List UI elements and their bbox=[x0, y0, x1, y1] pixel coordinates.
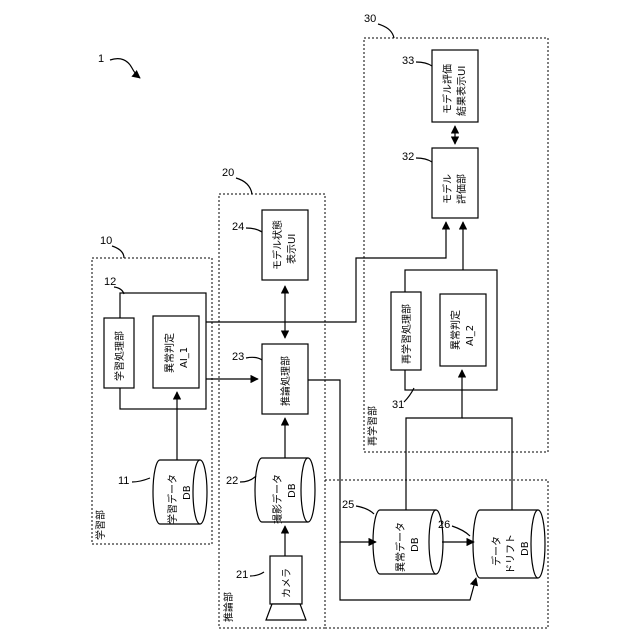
model-eval-line1: モデル bbox=[441, 174, 454, 204]
learning-db-cylinder bbox=[153, 460, 207, 524]
model-eval-ref: 32 bbox=[402, 151, 414, 163]
model-status-ui-line1: モデル状態 bbox=[271, 220, 284, 270]
anomaly-db-line1: 異常データ bbox=[394, 522, 407, 572]
anomaly-ai2-box bbox=[440, 294, 486, 366]
camera-lens bbox=[266, 604, 306, 620]
relearning-section-ref: 30 bbox=[364, 13, 376, 25]
camera-label: カメラ bbox=[281, 568, 293, 598]
learning-section-label: 学習部 bbox=[94, 510, 107, 540]
capture-db-leader bbox=[240, 476, 256, 482]
capture-db-line1: 撮影データ bbox=[271, 474, 284, 524]
learning-processing-ref: 12 bbox=[104, 276, 116, 288]
camera-ref: 21 bbox=[236, 569, 248, 581]
learning-db-line1: 学習データ bbox=[166, 474, 179, 524]
drift-db-line1: データ bbox=[490, 536, 503, 566]
learning-db-ref: 11 bbox=[118, 475, 129, 487]
arrow-inference-to-anomaly-db bbox=[308, 380, 376, 542]
anomaly-db-ref: 25 bbox=[342, 499, 354, 511]
figure-number: 1 bbox=[98, 53, 104, 65]
learning-db-leader bbox=[132, 478, 150, 482]
learning-section-ref: 10 bbox=[100, 235, 112, 247]
learning-db-line2: DB bbox=[182, 485, 193, 500]
camera-leader bbox=[250, 572, 264, 576]
learning-processing-label: 学習処理部 bbox=[113, 331, 126, 381]
model-eval-ui-line2: 結果表示UI bbox=[455, 66, 468, 116]
inference-processing-ref: 23 bbox=[232, 351, 244, 363]
inference-section-ref: 20 bbox=[222, 167, 234, 179]
anomaly-db-cylinder bbox=[373, 510, 443, 574]
capture-db-line2: DB bbox=[287, 483, 298, 498]
model-eval-ui-line1: モデル評価 bbox=[441, 64, 454, 114]
model-status-ui-box bbox=[262, 210, 308, 280]
drift-db-line3: DB bbox=[520, 541, 531, 556]
anomaly-ai1-line2: AI_1 bbox=[179, 347, 190, 368]
learning-section-leader bbox=[112, 246, 124, 258]
model-status-ui-leader bbox=[246, 228, 262, 232]
drift-db-line2: ドリフト bbox=[506, 534, 517, 574]
model-eval-ui-ref: 33 bbox=[402, 55, 414, 67]
model-eval-box bbox=[432, 148, 478, 218]
model-eval-line2: 評価部 bbox=[455, 174, 468, 204]
arrow-drift-db-to-ai2 bbox=[462, 418, 512, 510]
anomaly-ai1-line1: 異常判定 bbox=[163, 333, 176, 373]
relearning-processing-label: 再学習処理部 bbox=[400, 304, 413, 364]
inference-section-label: 推論部 bbox=[222, 592, 235, 622]
model-eval-leader bbox=[416, 158, 432, 162]
model-status-ui-ref: 24 bbox=[232, 221, 244, 233]
model-eval-ui-leader bbox=[416, 62, 432, 66]
inference-processing-leader bbox=[246, 357, 262, 360]
drift-db-ref: 26 bbox=[438, 519, 450, 531]
figure-pointer bbox=[110, 59, 140, 78]
arrow-anomaly-db-to-ai2 bbox=[406, 370, 462, 510]
relearning-section-label: 再学習部 bbox=[366, 406, 379, 446]
anomaly-ai2-line1: 異常判定 bbox=[449, 310, 462, 350]
inference-section-leader bbox=[236, 178, 252, 194]
capture-db-ref: 22 bbox=[226, 475, 238, 487]
drift-db-leader bbox=[452, 526, 470, 536]
inference-processing-label: 推論処理部 bbox=[279, 356, 292, 406]
model-eval-ui-box bbox=[432, 50, 478, 122]
relearning-section-leader bbox=[378, 24, 394, 38]
relearning-processing-ref: 31 bbox=[392, 399, 404, 411]
capture-db-cylinder bbox=[255, 458, 315, 522]
anomaly-db-leader bbox=[356, 506, 374, 514]
anomaly-ai2-line2: AI_2 bbox=[465, 325, 476, 346]
anomaly-db-line2: DB bbox=[410, 537, 421, 552]
anomaly-ai1-box bbox=[153, 316, 199, 388]
model-status-ui-line2: 表示UI bbox=[285, 234, 298, 264]
